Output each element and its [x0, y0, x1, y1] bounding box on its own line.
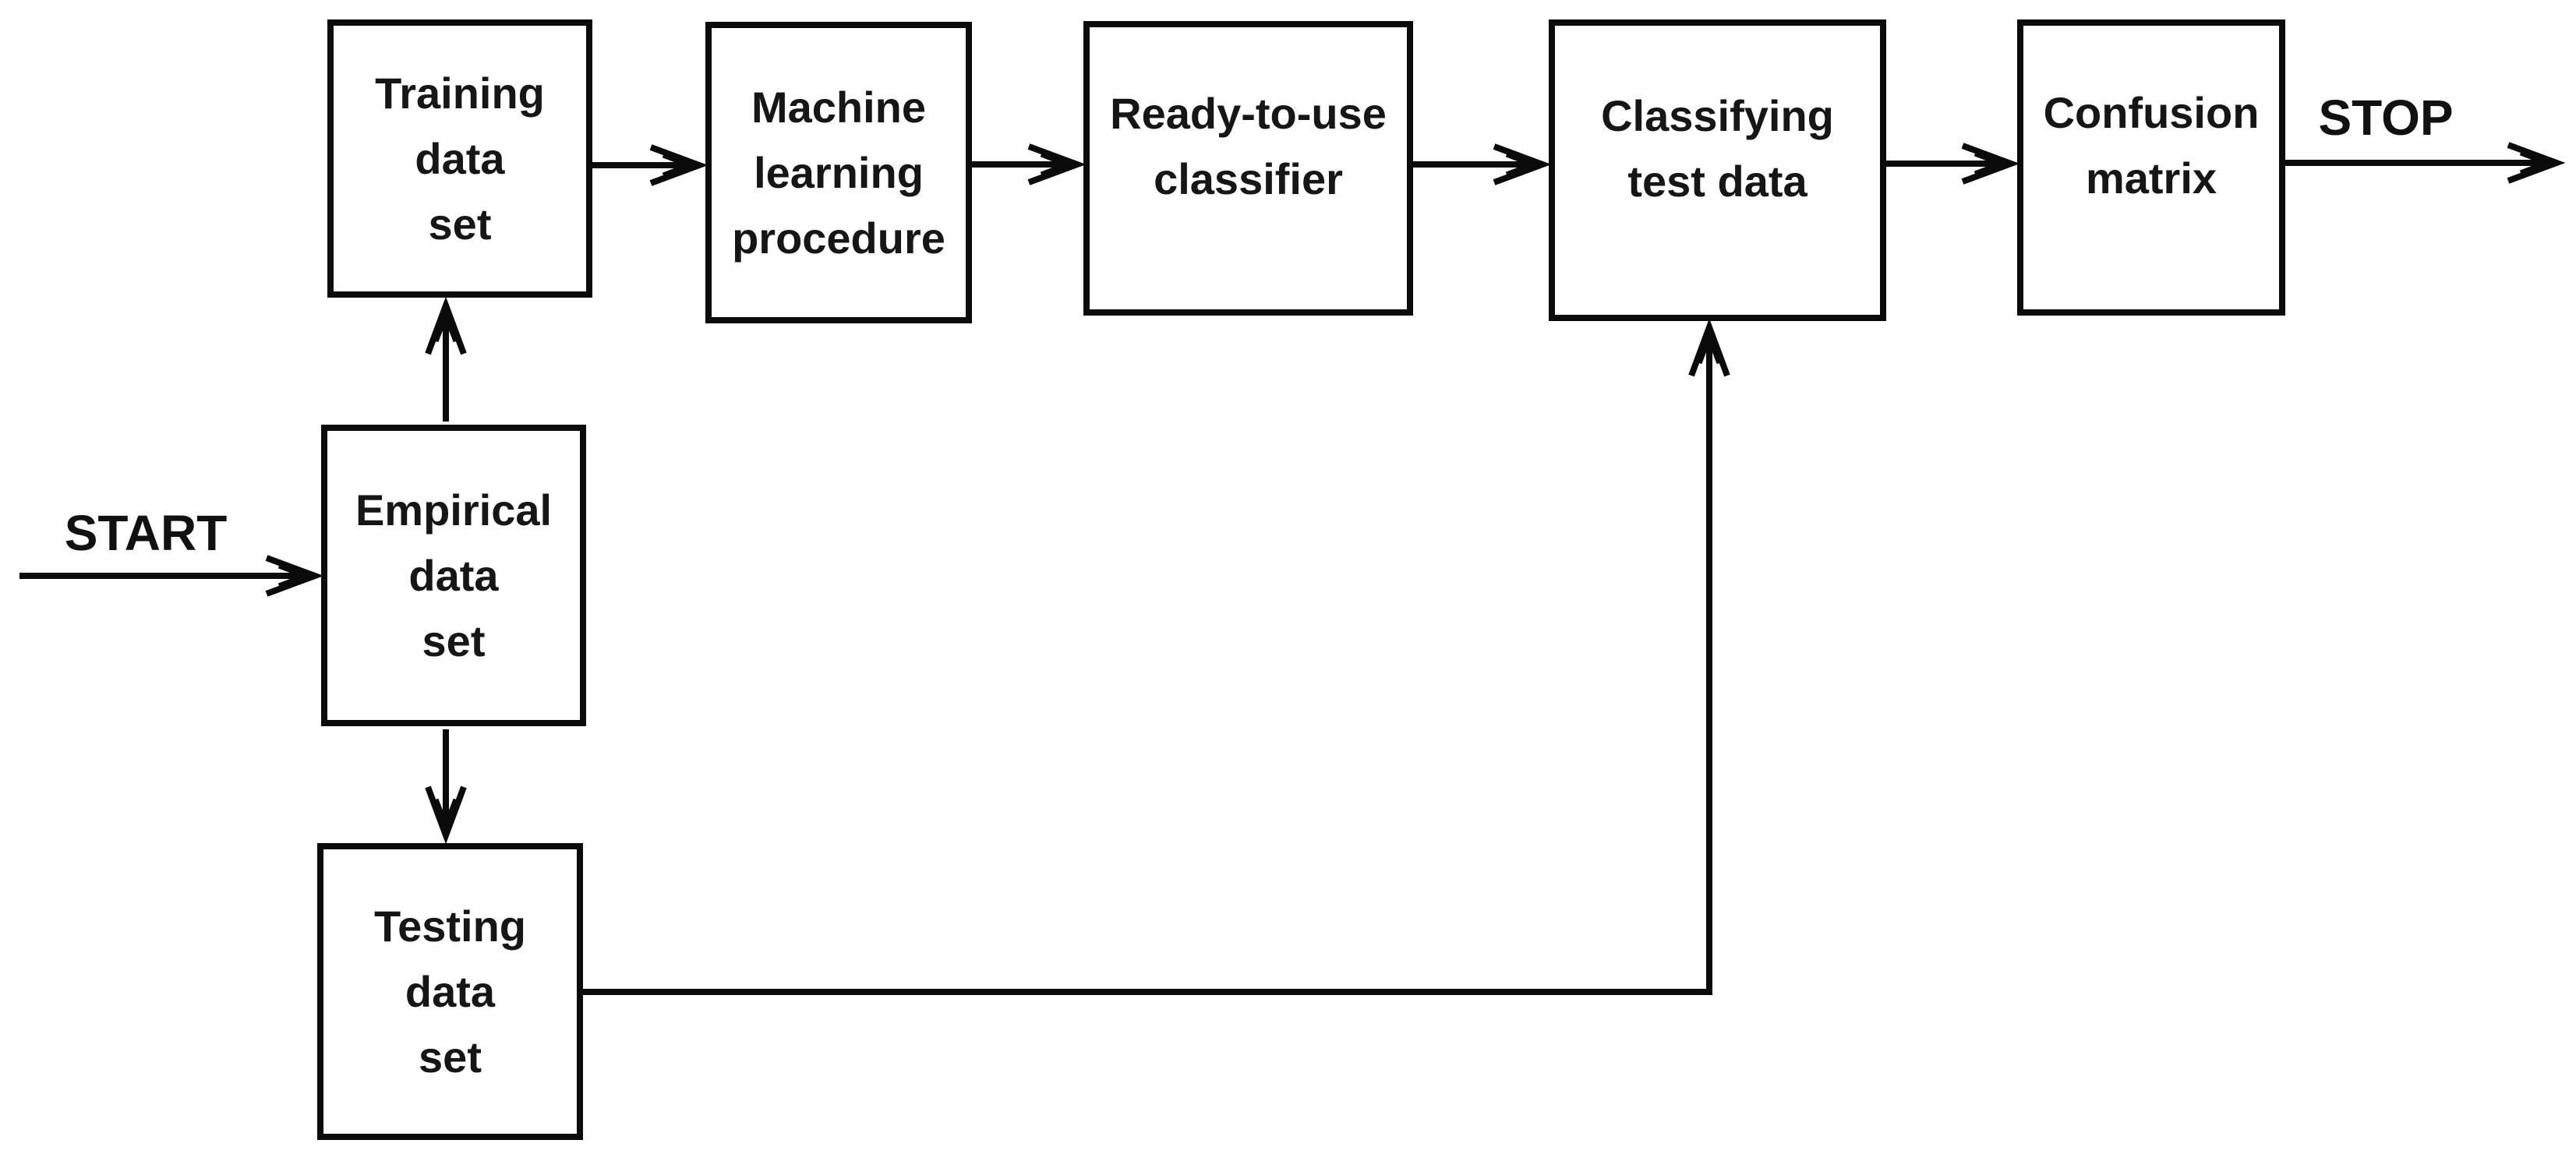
node-label-line: set	[428, 199, 492, 249]
arrow-testing-to-classifying	[583, 318, 1730, 995]
stop-terminal-label: STOP	[2318, 90, 2454, 146]
node-label-line: data	[415, 133, 505, 183]
node-label: Testing data set	[323, 894, 577, 1090]
start-terminal-label: START	[64, 505, 228, 561]
node-label-line: set	[422, 616, 486, 665]
node-label-line: data	[405, 966, 496, 1016]
flowchart-node-machine-learning-procedure: Machine learning procedure	[705, 22, 972, 323]
node-label-line: Machine	[751, 82, 927, 132]
node-label-line: procedure	[732, 213, 945, 263]
node-label-line: set	[419, 1032, 482, 1082]
node-label: Ready-to-use classifier	[1090, 81, 1407, 212]
node-label-line: Confusion	[2043, 88, 2260, 137]
flowchart-node-confusion-matrix: Confusion matrix	[2017, 19, 2285, 316]
node-label-line: data	[408, 550, 499, 600]
node-label: Training data set	[334, 61, 586, 257]
node-label-line: classifier	[1154, 154, 1343, 203]
node-label: Empirical data set	[327, 478, 580, 674]
node-label-line: Empirical	[355, 485, 553, 535]
flowchart-node-ready-to-use-classifier: Ready-to-use classifier	[1083, 21, 1413, 316]
node-label-line: learning	[754, 147, 924, 197]
node-label: Confusion matrix	[2023, 80, 2279, 211]
node-label-line: matrix	[2085, 154, 2217, 203]
node-label-line: test data	[1627, 156, 1807, 206]
node-label-line: Training	[375, 68, 545, 118]
flowchart-node-classifying-test-data: Classifying test data	[1549, 19, 1886, 321]
flowchart-node-training-data-set: Training data set	[327, 19, 592, 298]
node-label-line: Classifying	[1601, 90, 1834, 140]
flowchart-node-empirical-data-set: Empirical data set	[321, 425, 586, 726]
node-label: Machine learning procedure	[712, 75, 966, 271]
node-label-line: Testing	[374, 901, 526, 951]
flowchart-node-testing-data-set: Testing data set	[317, 843, 583, 1140]
node-label-line: Ready-to-use	[1110, 89, 1387, 138]
node-label: Classifying test data	[1555, 83, 1880, 214]
